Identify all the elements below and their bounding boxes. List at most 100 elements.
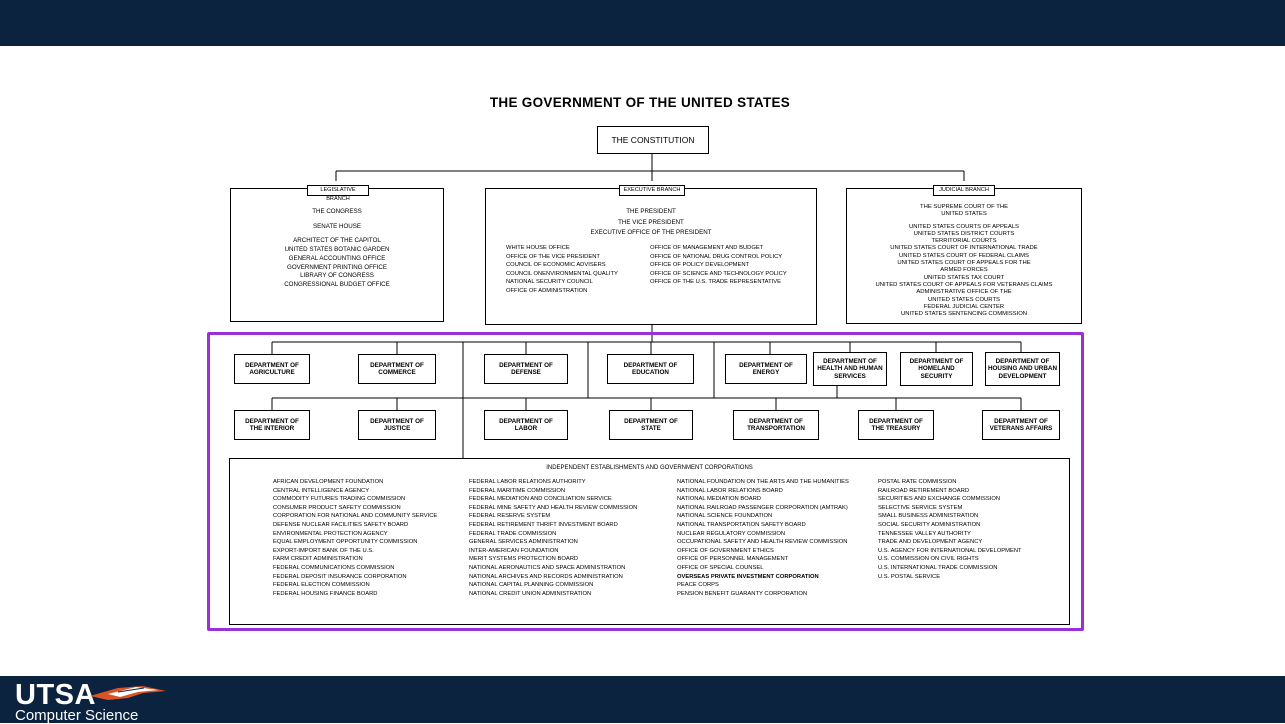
agency-item: PENSION BENEFIT GUARANTY CORPORATION — [677, 590, 808, 597]
dept-label: JUSTICE — [383, 425, 411, 432]
agency-item: OFFICE OF PERSONNEL MANAGEMENT — [677, 556, 789, 563]
dept-label: DEPARTMENT OF — [499, 361, 553, 369]
court-item: UNITED STATES COURT OF FEDERAL CLAIMS — [899, 252, 1029, 259]
header-bar — [0, 0, 1285, 46]
independent-heading: INDEPENDENT ESTABLISHMENTS AND GOVERNMEN… — [546, 465, 753, 471]
court-item: UNITED STATES DISTRICT COURTS — [913, 230, 1015, 237]
agency-item: FEDERAL RESERVE SYSTEM — [469, 513, 551, 520]
dept-label: THE TREASURY — [871, 425, 921, 432]
senate-house-label: SENATE HOUSE — [312, 222, 362, 230]
dept-label: SECURITY — [920, 372, 953, 380]
executive-branch-box: EXECUTIVE BRANCH THE PRESIDENT THE VICE … — [485, 185, 817, 325]
agency-item: CORPORATION FOR NATIONAL AND COMMUNITY S… — [273, 513, 438, 520]
court-item: UNITED STATES TAX COURT — [923, 274, 1005, 281]
agency-item: MERIT SYSTEMS PROTECTION BOARD — [469, 556, 579, 563]
agency-item: SMALL BUSINESS ADMINISTRATION — [878, 513, 979, 520]
agency-item: FEDERAL TRADE COMMISSION — [469, 530, 557, 537]
executive-office: OFFICE OF MANAGEMENT AND BUDGET — [650, 245, 764, 251]
dept-label: DEPARTMENT OF — [909, 357, 964, 365]
eop-label: EXECUTIVE OFFICE OF THE PRESIDENT — [590, 229, 712, 237]
agency-item: TRADE AND DEVELOPMENT AGENCY — [878, 539, 983, 546]
executive-office: NATIONAL SECURITY COUNCIL — [506, 279, 593, 286]
dept-label: DEPARTMENT OF — [245, 417, 299, 425]
logo-wordmark: UTSA — [15, 679, 96, 711]
legislative-office: ARCHITECT OF THE CAPITOL — [293, 237, 381, 245]
dept-label: DEPARTMENT OF — [739, 361, 793, 369]
constitution-label: THE CONSTITUTION — [611, 135, 695, 145]
dept-label: SERVICES — [834, 372, 866, 380]
dept-label: DEPARTMENT OF — [370, 361, 424, 369]
dept-label: DEPARTMENT OF — [994, 417, 1048, 425]
court-item: UNITED STATES SENTENCING COMMISSION — [900, 311, 1028, 318]
executive-label-text: EXECUTIVE BRANCH — [623, 187, 681, 193]
agency-item: FEDERAL MINE SAFETY AND HEALTH REVIEW CO… — [469, 504, 638, 511]
agency-item: FEDERAL LABOR RELATIONS AUTHORITY — [469, 479, 586, 485]
agency-item: NATIONAL SCIENCE FOUNDATION — [677, 513, 773, 520]
agency-item: COMMODITY FUTURES TRADING COMMISSION — [273, 496, 406, 503]
executive-office: WHITE HOUSE OFFICE — [506, 245, 570, 251]
agency-item: FEDERAL MARITIME COMMISSION — [469, 487, 566, 494]
dept-label: DEFENSE — [511, 369, 541, 376]
dept-label: DEPARTMENT OF — [995, 357, 1050, 365]
agency-item: OVERSEAS PRIVATE INVESTMENT CORPORATION — [677, 573, 819, 580]
agency-item: DEFENSE NUCLEAR FACILITIES SAFETY BOARD — [273, 521, 409, 528]
executive-office: COUNCIL ONENVIRONMENTAL QUALITY — [506, 270, 618, 277]
legislative-label-text: LEGISLATIVE BRANCH — [320, 187, 356, 202]
roadrunner-icon — [90, 686, 166, 700]
dept-label: DEPARTMENT OF — [245, 361, 299, 369]
court-item: ARMED FORCES — [940, 267, 988, 274]
judicial-branch-box: JUDICIAL BRANCH THE SUPREME COURT OF THE… — [846, 185, 1082, 324]
vice-president-label: THE VICE PRESIDENT — [618, 218, 684, 226]
court-item: ADMINISTRATIVE OFFICE OF THE — [916, 289, 1012, 296]
executive-office: OFFICE OF THE U.S. TRADE REPRESENTATIVE — [650, 279, 781, 286]
dept-label: DEVELOPMENT — [998, 372, 1047, 380]
dept-label: TRANSPORTATION — [747, 425, 805, 432]
legislative-lines: THE CONGRESS SENATE HOUSE ARCHITECT OF T… — [231, 208, 443, 290]
dept-label: VETERANS AFFAIRS — [989, 425, 1053, 432]
executive-branch-label: EXECUTIVE BRANCH — [619, 185, 685, 196]
dept-label: COMMERCE — [378, 369, 416, 376]
chart-title: THE GOVERNMENT OF THE UNITED STATES — [489, 95, 791, 110]
dept-label: DEPARTMENT OF — [499, 417, 553, 425]
dept-label: HEALTH AND HUMAN — [817, 365, 883, 373]
agency-item: SECURITIES AND EXCHANGE COMMISSION — [878, 496, 1001, 503]
court-item: UNITED STATES COURTS OF APPEALS — [909, 223, 1019, 230]
executive-offices-left: WHITE HOUSE OFFICE OFFICE OF THE VICE PR… — [506, 244, 618, 296]
dept-label: DEPARTMENT OF — [869, 417, 923, 425]
agency-item: NATIONAL ARCHIVES AND RECORDS ADMINISTRA… — [469, 573, 623, 580]
agency-item: OCCUPATIONAL SAFETY AND HEALTH REVIEW CO… — [677, 539, 848, 546]
agency-item: EQUAL EMPLOYMENT OPPORTUNITY COMMISSION — [273, 539, 418, 546]
agency-item: TENNESSEE VALLEY AUTHORITY — [878, 530, 971, 537]
dept-label: EDUCATION — [632, 369, 669, 376]
agency-item: U.S. POSTAL SERVICE — [878, 573, 941, 580]
dept-label: DEPARTMENT OF — [624, 417, 678, 425]
dept-label: THE INTERIOR — [249, 425, 295, 432]
logo-department: Computer Science — [15, 707, 139, 724]
agency-item: GENERAL SERVICES ADMINISTRATION — [469, 539, 578, 546]
legislative-office: GENERAL ACCOUNTING OFFICE — [288, 254, 386, 262]
agency-item: AFRICAN DEVELOPMENT FOUNDATION — [273, 479, 384, 485]
footer-bar — [0, 676, 1285, 723]
executive-office: OFFICE OF NATIONAL DRUG CONTROL POLICY — [650, 253, 783, 260]
agency-item: EXPORT-IMPORT BANK OF THE U.S. — [273, 547, 374, 554]
agency-item: CENTRAL INTELLIGENCE AGENCY — [273, 487, 370, 494]
agency-item: U.S. INTERNATIONAL TRADE COMMISSION — [878, 564, 998, 571]
court-item: UNITED STATES COURT OF INTERNATIONAL TRA… — [890, 245, 1038, 252]
agency-item: ENVIRONMENTAL PROTECTION AGENCY — [273, 530, 388, 537]
independent-col-3: NATIONAL FOUNDATION ON THE ARTS AND THE … — [677, 478, 849, 598]
executive-lines: THE PRESIDENT THE VICE PRESIDENT EXECUTI… — [486, 208, 816, 238]
legislative-branch-box: LEGISLATIVE BRANCH THE CONGRESS SENATE H… — [230, 185, 444, 322]
agency-item: FEDERAL COMMUNICATIONS COMMISSION — [273, 564, 395, 571]
